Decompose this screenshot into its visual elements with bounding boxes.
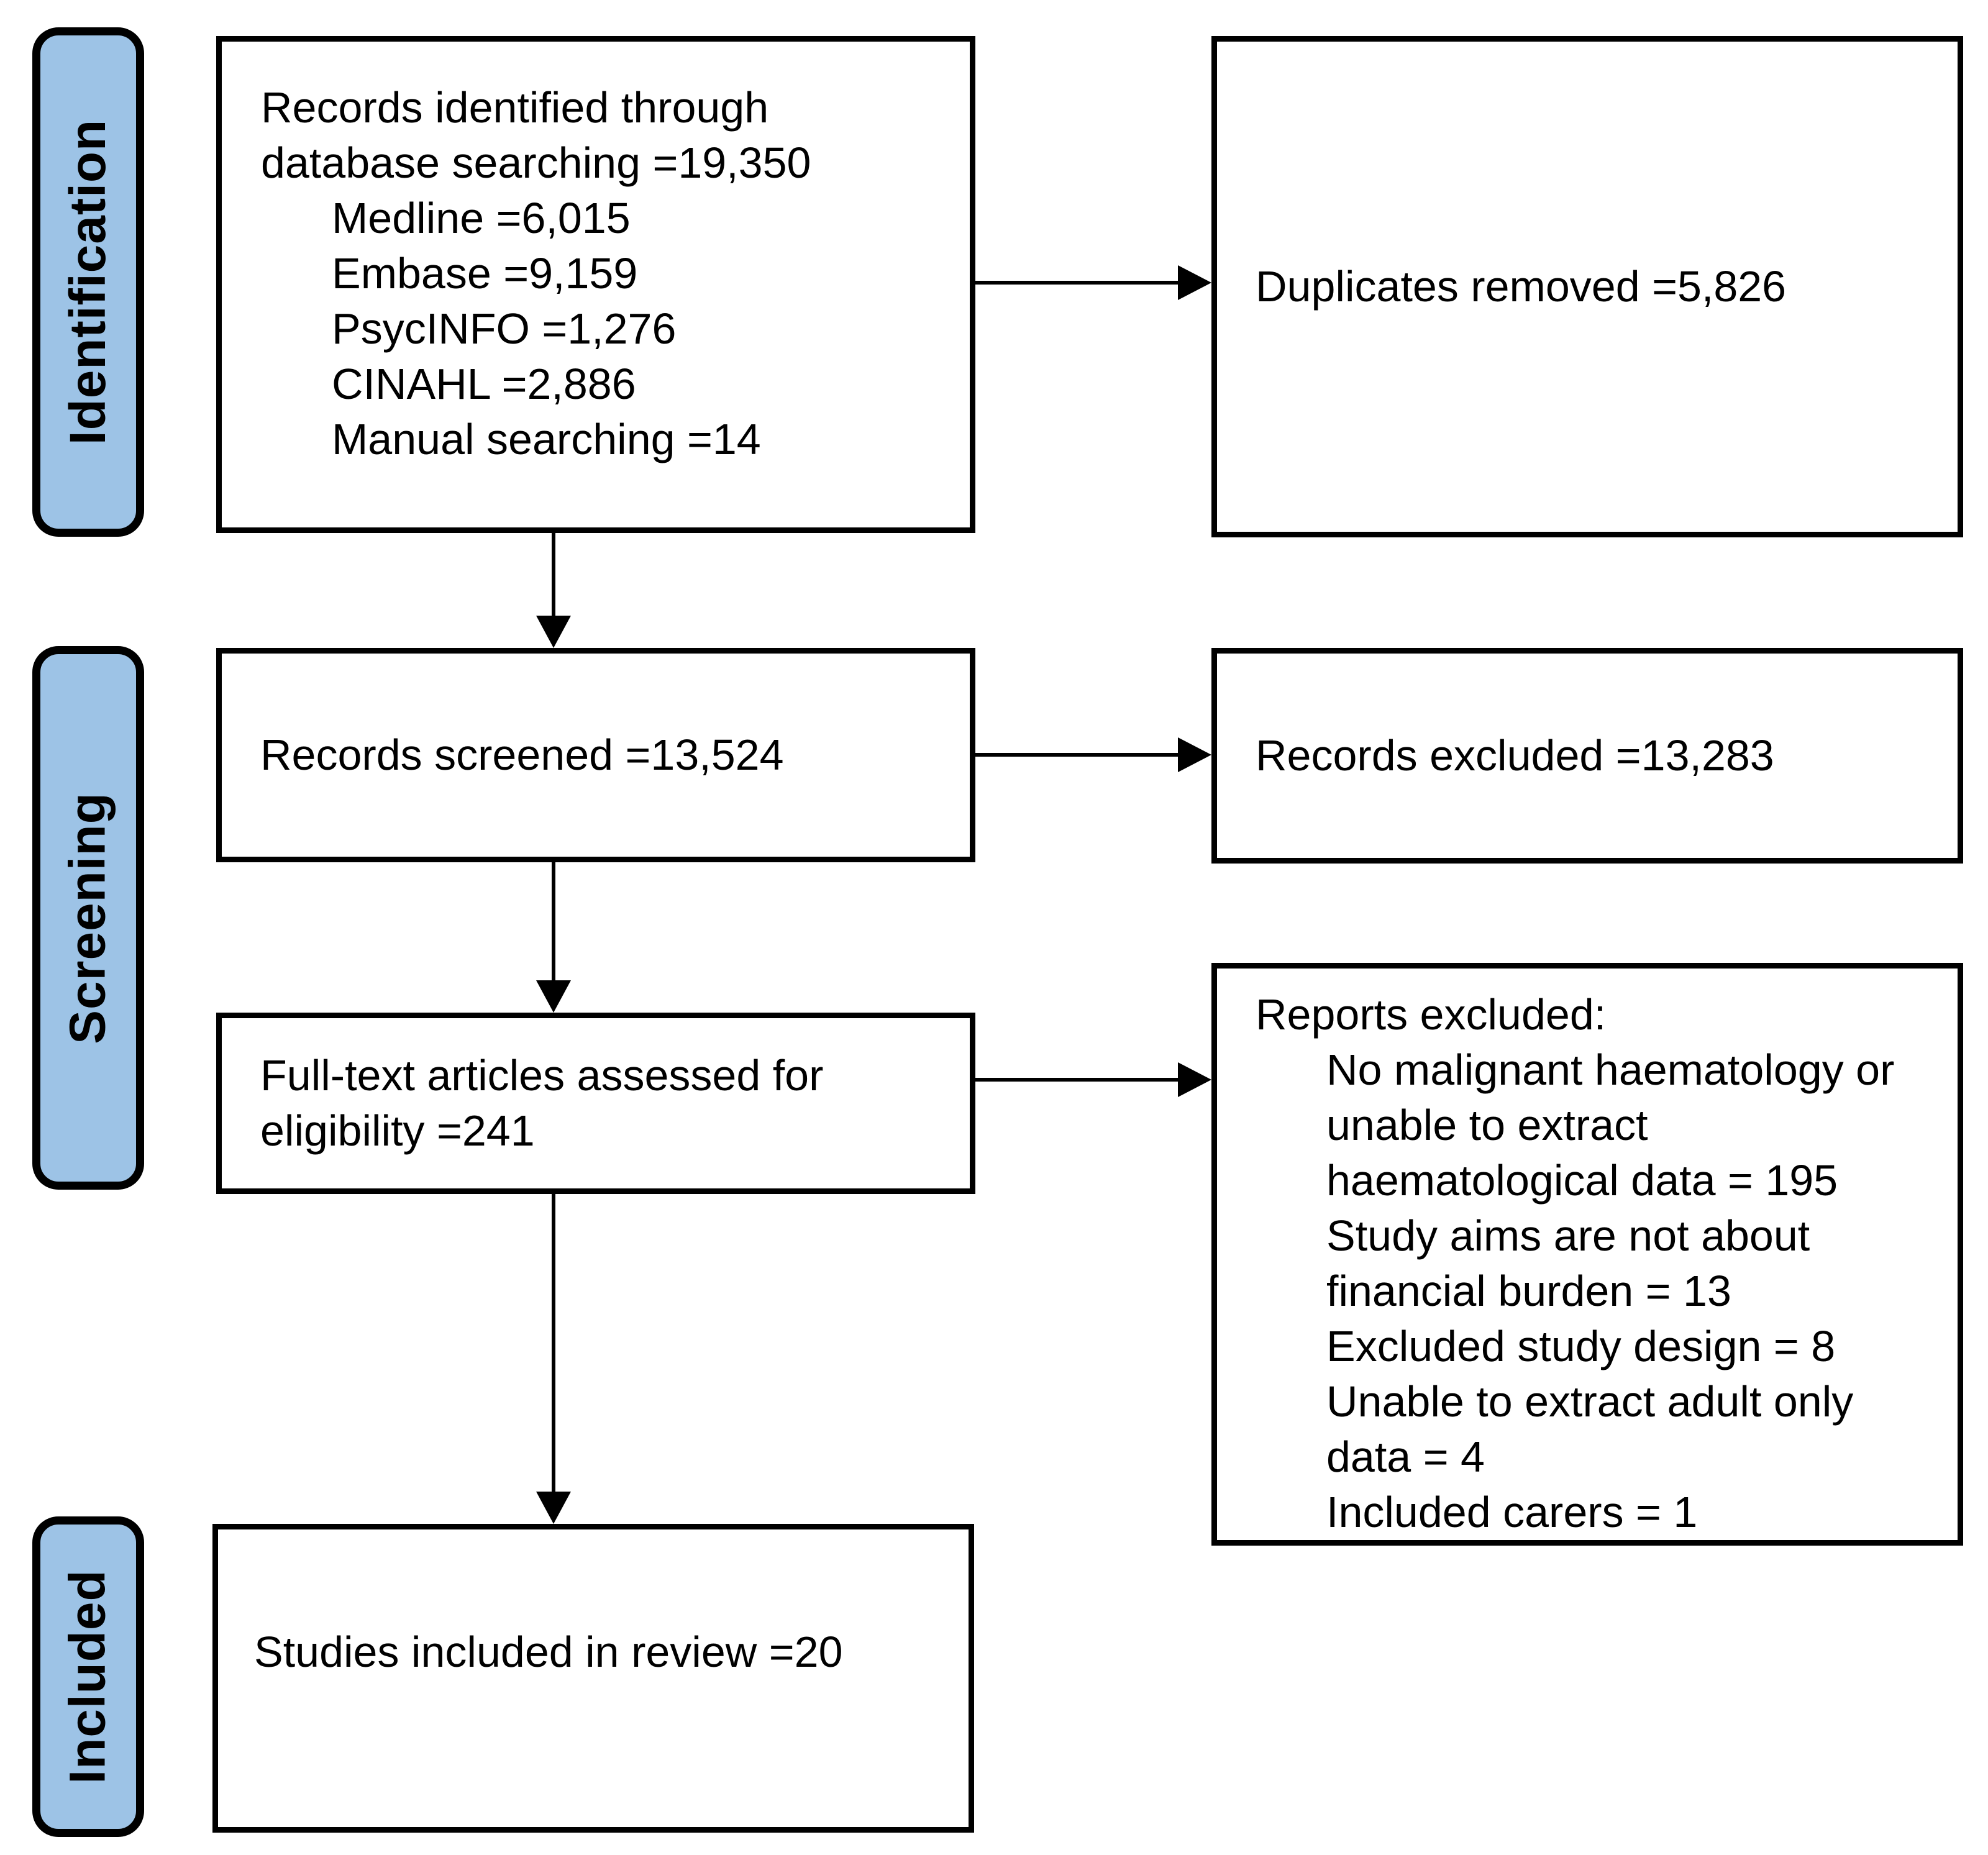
arrow-head <box>1178 737 1211 772</box>
box-records-screened-text: Records screened =13,524 <box>260 731 784 779</box>
stage-label-screening-text: Screening <box>60 791 116 1044</box>
box-text-line: Medline =6,015 <box>332 194 631 242</box>
box-records-screened: Records screened =13,524 <box>216 648 975 862</box>
box-duplicates-removed: Duplicates removed =5,826 <box>1211 36 1963 537</box>
arrow-line <box>552 531 555 616</box>
box-full-text-assessed: Full-text articles assessed for eligibili… <box>216 1013 975 1194</box>
stage-label-included: Included <box>32 1516 144 1837</box>
box-reports-excluded: Reports excluded: No malignant haematolog… <box>1211 963 1963 1546</box>
arrow-line <box>975 1078 1180 1082</box>
box-text-line: data = 4 <box>1326 1433 1485 1481</box>
box-studies-included: Studies included in review =20 <box>212 1524 974 1833</box>
box-text-line: Embase =9,159 <box>332 249 638 298</box>
arrow-head <box>536 1492 571 1524</box>
box-duplicates-removed-text: Duplicates removed =5,826 <box>1256 262 1787 311</box>
box-text-line: eligibility =241 <box>260 1106 535 1155</box>
box-records-excluded-text: Records excluded =13,283 <box>1256 731 1774 780</box>
arrow-head <box>536 616 571 648</box>
arrow-line <box>975 753 1180 757</box>
arrow-head <box>1178 1062 1211 1097</box>
box-records-excluded: Records excluded =13,283 <box>1211 648 1963 864</box>
box-text-line: Unable to extract adult only <box>1326 1377 1854 1426</box>
box-text-line: Manual searching =14 <box>332 415 761 463</box>
stage-label-identification: Identification <box>32 27 144 537</box>
arrow-line <box>552 860 555 980</box>
stage-label-included-text: Included <box>60 1569 117 1784</box>
box-text-line: haematological data = 195 <box>1326 1156 1838 1205</box>
stage-label-identification-text: Identification <box>60 119 116 445</box>
arrow-line <box>975 281 1180 285</box>
stage-label-screening: Screening <box>32 646 144 1190</box>
box-text-line: Study aims are not about <box>1326 1211 1810 1260</box>
box-text-line: Included carers = 1 <box>1326 1488 1698 1536</box>
box-text-line: Reports excluded: <box>1256 990 1607 1039</box>
box-text-line: financial burden = 13 <box>1326 1267 1731 1315</box>
box-text-line: PsycINFO =1,276 <box>332 304 677 353</box>
box-text-line: No malignant haematology or <box>1326 1046 1895 1094</box>
box-records-identified: Records identified through database searc… <box>216 36 975 533</box>
box-studies-included-text: Studies included in review =20 <box>254 1627 843 1676</box>
box-text-line: Full-text articles assessed for <box>260 1051 824 1100</box>
arrow-head <box>1178 265 1211 300</box>
box-text-line: unable to extract <box>1326 1101 1648 1149</box>
box-text-line: Records identified through <box>261 83 769 132</box>
box-text-line: Excluded study design = 8 <box>1326 1322 1836 1370</box>
arrow-line <box>552 1192 555 1492</box>
box-text-line: CINAHL =2,886 <box>332 360 636 408</box>
box-text-line: database searching =19,350 <box>261 139 811 187</box>
arrow-head <box>536 980 571 1013</box>
